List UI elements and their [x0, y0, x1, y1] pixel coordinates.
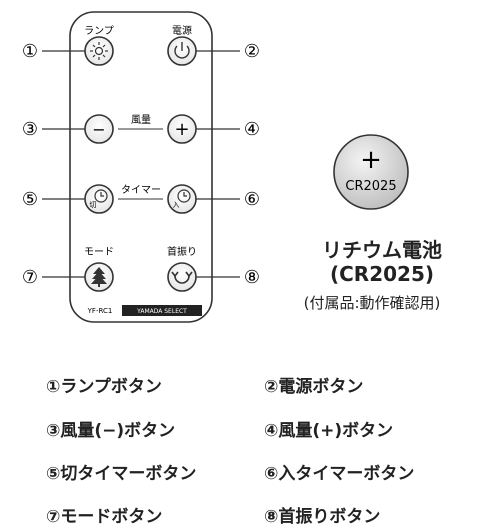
swing-button[interactable] [167, 262, 197, 292]
mode-label: モード [84, 247, 114, 258]
battery-caption-type: リチウム電池 [322, 238, 442, 262]
legend-item-4: ④風量(+)ボタン [264, 421, 394, 441]
remote-diagram: ランプ 電源 風量 − + タイマー [22, 11, 409, 323]
battery-caption-note: (付属品:動作確認用) [303, 294, 441, 312]
legend-item-1: ①ランプボタン [46, 377, 162, 397]
power-label: 電源 [172, 24, 192, 37]
callout-4: ④ [244, 119, 260, 140]
legend-item-2: ②電源ボタン [264, 377, 364, 397]
wind-minus-button[interactable]: − [84, 114, 114, 144]
power-icon [174, 42, 190, 59]
battery-model: CR2025 [345, 179, 396, 194]
legend-item-8: ⑧首振りボタン [264, 507, 381, 527]
battery-caption-model: (CR2025) [329, 262, 435, 286]
battery: + CR2025 [333, 134, 409, 210]
wind-plus-button[interactable]: + [167, 114, 197, 144]
legend-item-6: ⑥入タイマーボタン [264, 464, 415, 484]
tree-icon [91, 267, 107, 287]
clock-icon [177, 189, 191, 203]
swing-label: 首振り [167, 245, 197, 258]
timer-label: タイマー [121, 184, 161, 196]
power-button[interactable] [167, 36, 197, 66]
on-mark: 入 [173, 201, 180, 209]
swing-arrow-icon [171, 271, 193, 284]
callout-7: ⑦ [22, 267, 38, 288]
off-mark: 切 [90, 201, 97, 209]
remote-body [69, 11, 213, 323]
lamp-icon [90, 42, 108, 60]
callout-3: ③ [22, 119, 38, 140]
mode-button[interactable] [84, 262, 114, 292]
on-timer-button[interactable]: 入 [167, 184, 197, 214]
wind-label: 風量 [131, 114, 151, 126]
clock-icon [94, 189, 108, 203]
legend-item-5: ⑤切タイマーボタン [46, 464, 197, 484]
model-label: YF-RC1 [87, 307, 113, 315]
callout-1: ① [22, 41, 38, 62]
lamp-button[interactable] [84, 36, 114, 66]
lamp-label: ランプ [84, 25, 114, 37]
off-timer-button[interactable]: 切 [84, 184, 114, 214]
callout-8: ⑧ [244, 267, 260, 288]
legend-item-7: ⑦モードボタン [46, 507, 163, 527]
callout-5: ⑤ [22, 189, 38, 210]
plus-icon: + [174, 119, 189, 140]
minus-icon: − [92, 120, 105, 139]
battery-plus-icon: + [360, 145, 382, 175]
callout-6: ⑥ [244, 189, 260, 210]
brand-badge [122, 305, 202, 316]
callout-2: ② [244, 41, 260, 62]
legend-item-3: ③風量(−)ボタン [46, 421, 176, 441]
brand-label: YAMADA SELECT [136, 308, 187, 315]
